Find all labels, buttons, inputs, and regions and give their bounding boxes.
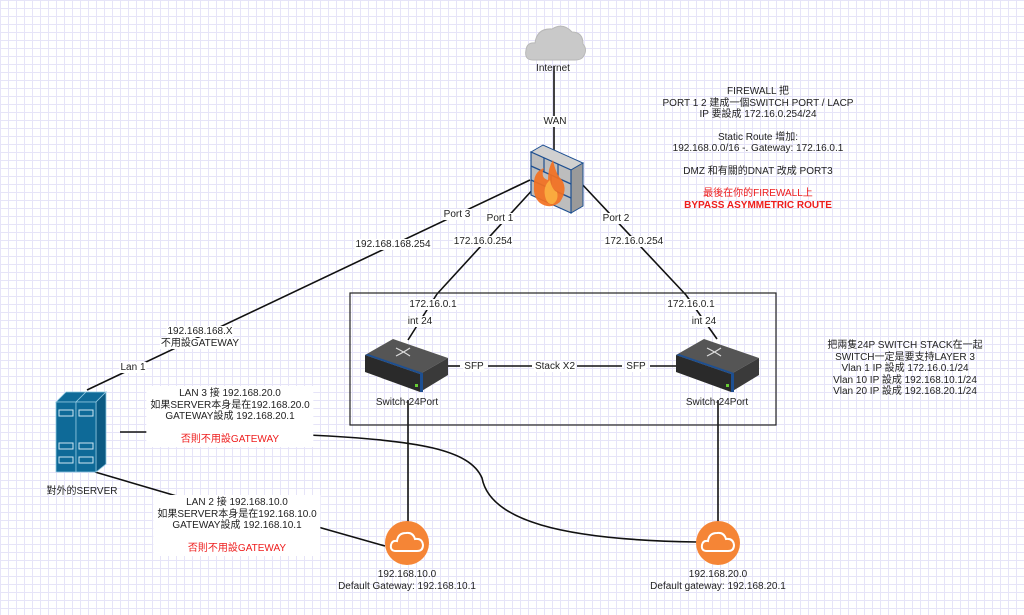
port3-label: Port 3 [442, 209, 472, 220]
subnet10-gateway-label: Default Gateway: 192.168.10.1 [338, 581, 476, 592]
server-ip-label: 192.168.168.X [166, 326, 234, 337]
switch-note: 把兩隻24P SWITCH STACK在一起 SWITCH一定是要支持LAYER… [827, 340, 982, 398]
firewall-note: FIREWALL 把 PORT 1 2 建成一個SWITCH PORT / LA… [663, 86, 854, 211]
server-no-gateway-label: 不用設GATEWAY [159, 338, 241, 349]
lan2-note-line: 如果SERVER本身是在192.168.10.0 [157, 508, 317, 520]
server-icon[interactable] [55, 391, 107, 473]
switch-stack-group[interactable] [349, 292, 777, 426]
port1-label: Port 1 [485, 213, 515, 224]
cloud-subnet-icon-20[interactable] [696, 521, 740, 565]
lan1-label: Lan 1 [119, 362, 147, 373]
lan3-note-line: LAN 3 接 192.168.20.0 [179, 388, 281, 399]
switch-note-line: Vlan 1 IP 設成 172.16.0.1/24 [841, 363, 969, 374]
left-switch-int-label: int 24 [406, 316, 434, 327]
port3-ip-label: 192.168.168.254 [354, 239, 432, 250]
lan2-note-line: GATEWAY設成 192.168.10.1 [172, 520, 302, 531]
lan2-note: LAN 2 接 192.168.10.0 如果SERVER本身是在192.168… [153, 495, 321, 556]
left-switch-ip-label: 172.16.0.1 [408, 299, 458, 310]
cloud-subnet-icon-10[interactable] [385, 521, 429, 565]
firewall-route-line: Static Route 增加: [717, 131, 799, 143]
switch-note-line: Vlan 20 IP 設成 192.168.20.1/24 [833, 386, 977, 397]
port1-ip-label: 172.16.0.254 [452, 236, 514, 247]
lan3-note-line: GATEWAY設成 192.168.20.1 [165, 411, 295, 422]
lan2-note-line: LAN 2 接 192.168.10.0 [186, 497, 288, 508]
switch-note-line: Vlan 10 IP 設成 192.168.10.1/24 [833, 374, 977, 386]
switch-left-label: Switch-24Port [375, 397, 439, 408]
firewall-icon[interactable] [529, 144, 585, 214]
right-switch-int-label: int 24 [690, 316, 718, 327]
switch-icon-left[interactable] [365, 339, 448, 392]
subnet10-label: 192.168.10.0 [377, 569, 437, 580]
right-switch-ip-label: 172.16.0.1 [666, 299, 716, 310]
server-label: 對外的SERVER [46, 486, 118, 497]
firewall-note-line: IP 要設成 172.16.0.254/24 [699, 109, 817, 120]
switch-icon-right[interactable] [676, 339, 759, 392]
switch-note-line: 把兩隻24P SWITCH STACK在一起 [827, 340, 983, 351]
wan-label: WAN [542, 116, 568, 127]
switch-note-line: SWITCH一定是要支持LAYER 3 [835, 351, 975, 363]
firewall-dmz-line: DMZ 和有關的DNAT 改成 PORT3 [683, 165, 833, 177]
firewall-note-line: PORT 1 2 建成一個SWITCH PORT / LACP [662, 97, 854, 109]
firewall-warning-line: BYPASS ASYMMETRIC ROUTE [684, 199, 832, 211]
lan2-warning: 否則不用設GATEWAY [187, 542, 287, 554]
subnet20-gateway-label: Default gateway: 192.168.20.1 [650, 581, 786, 592]
stack-label: Stack X2 [533, 361, 577, 372]
switch-right-label: Switch-24Port [685, 397, 749, 408]
lan3-note-line: 如果SERVER本身是在192.168.20.0 [150, 399, 310, 411]
edge-lan2-subnet10[interactable] [317, 526, 386, 547]
lan3-warning: 否則不用設GATEWAY [180, 433, 280, 445]
edge-lan3-subnet20[interactable] [307, 434, 698, 543]
port2-label: Port 2 [601, 213, 631, 224]
firewall-note-line: FIREWALL 把 [726, 86, 790, 97]
subnet20-label: 192.168.20.0 [688, 569, 748, 580]
firewall-route-line: 192.168.0.0/16 -. Gateway: 172.16.0.1 [672, 143, 844, 154]
lan3-note: LAN 3 接 192.168.20.0 如果SERVER本身是在192.168… [146, 386, 314, 447]
sfp-left-label: SFP [463, 361, 485, 372]
edge-server-lan2[interactable] [94, 471, 181, 498]
port2-ip-label: 172.16.0.254 [603, 236, 665, 247]
internet-label: Internet [536, 63, 570, 74]
firewall-warning-line: 最後在你的FIREWALL上 [703, 188, 813, 199]
cloud-icon[interactable] [525, 25, 586, 61]
sfp-right-label: SFP [625, 361, 647, 372]
